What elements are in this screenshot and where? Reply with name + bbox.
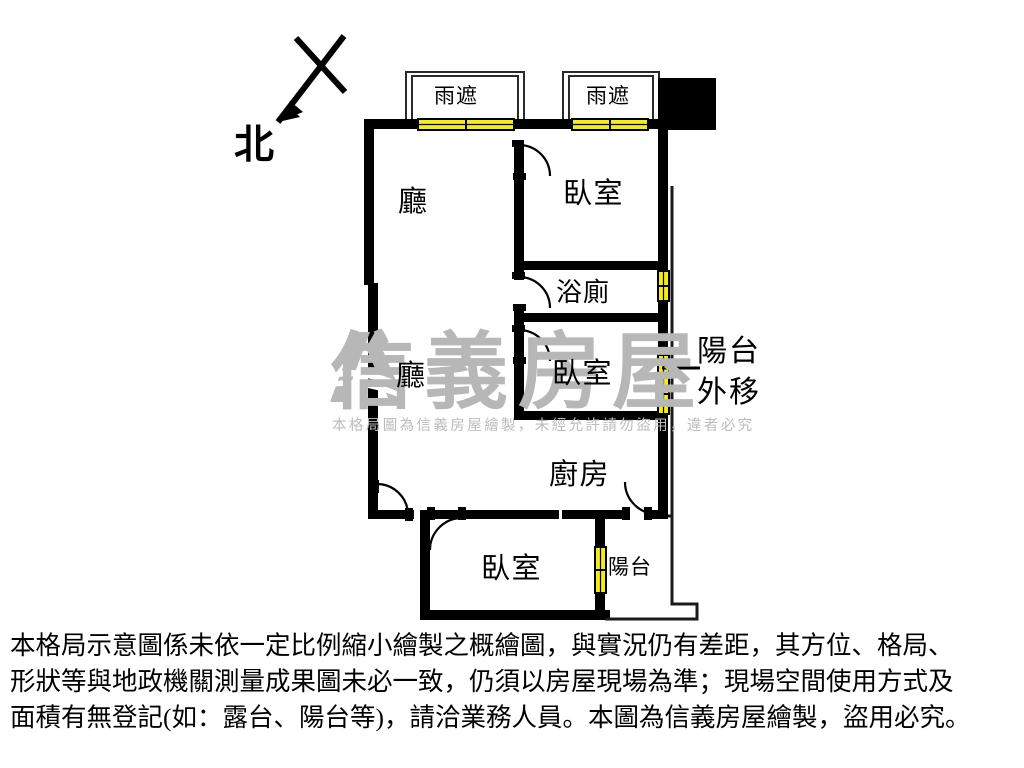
room-label-kitchen: 廚房 [549, 459, 611, 491]
balcony-relocated-callout: 陽台 外移 [697, 331, 761, 413]
disclaimer-line-2: 形狀等與地政機關測量成果圖未必一致，仍須以房屋現場為準；現場空間使用方式及 [10, 667, 954, 696]
window-icon-bathroom [657, 270, 670, 302]
balcony-relocated-line-1: 陽台 [697, 335, 761, 368]
eave-label-left: 雨遮 [434, 84, 478, 108]
floor-plan-canvas: 信義房屋 本格局圖為信義房屋繪製，未經允許請勿盜用，違者必究 北 雨遮 雨遮 廳… [234, 34, 761, 621]
door-swing-icon-bathroom [512, 272, 552, 311]
room-label-bedroom-south: 臥室 [481, 553, 543, 585]
window-icon-top-left [417, 118, 515, 131]
structural-shaft-icon [658, 78, 716, 130]
eave-left-outline [405, 71, 525, 127]
north-label: 北 [234, 122, 274, 167]
door-swing-icon-bedroom-middle [512, 325, 552, 364]
disclaimer-text: 本格局示意圖係未依一定比例縮小繪製之概繪圖，與實況仍有差距，其方位、格局、 形狀… [0, 628, 1024, 736]
room-label-bathroom: 浴廁 [556, 278, 611, 307]
window-icon-top-right [571, 118, 649, 131]
door-swing-icon-bedroom-south [427, 507, 466, 551]
disclaimer-line-3: 面積有無登記(如：露台、陽台等)，請洽業務人員。本圖為信義房屋繪製，盜用必究。 [10, 703, 971, 732]
room-label-bedroom-middle: 臥室 [552, 358, 614, 390]
room-label-living-room-lower: 廳 [396, 360, 427, 392]
door-swing-icon-bedroom-north [512, 140, 552, 180]
balcony-relocated-line-2: 外移 [697, 376, 761, 409]
room-label-living-room-upper: 廳 [398, 186, 429, 218]
eave-label-right: 雨遮 [586, 84, 630, 108]
north-arrow-crossed-icon [275, 34, 348, 124]
window-icon-balcony-south [594, 546, 607, 594]
balcony-outlines [605, 186, 699, 621]
door-swing-icon-entrance [371, 480, 413, 521]
disclaimer-line-1: 本格局示意圖係未依一定比例縮小繪製之概繪圖，與實況仍有差距，其方位、格局、 [10, 631, 954, 660]
room-label-bedroom-north: 臥室 [563, 178, 625, 210]
room-label-balcony-south: 陽台 [608, 555, 652, 579]
door-swing-icon-kitchen-balcony [622, 481, 658, 520]
window-icon-bedroom-middle [657, 354, 670, 415]
floor-plan-drawing [275, 34, 716, 621]
